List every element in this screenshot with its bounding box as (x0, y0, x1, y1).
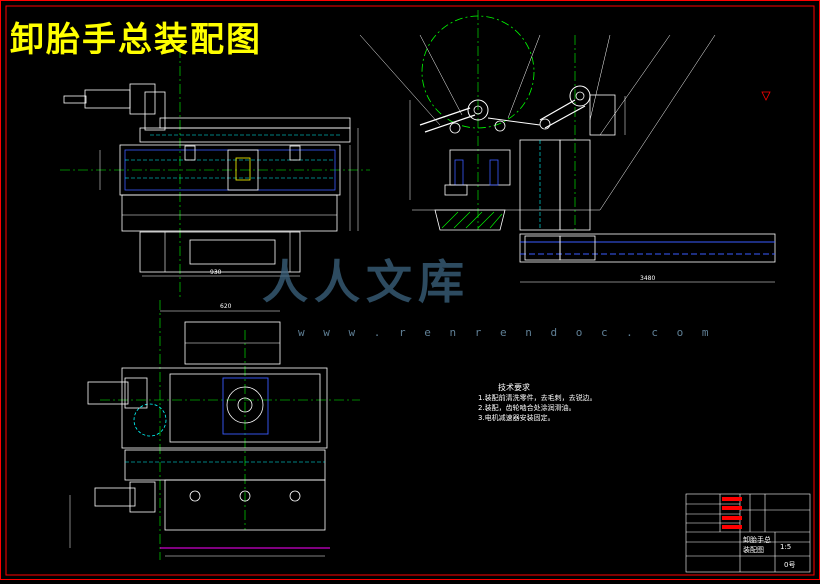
title-block-drawing-type: 装配图 (743, 546, 764, 554)
technical-requirements: 技术要求 1.装配前清洗零件，去毛刺，去锐边。 2.装配，齿轮啮合处涂润滑油。 … (470, 382, 670, 423)
title-block-part-name: 卸胎手总 (743, 536, 771, 544)
plan-view: 620 (69, 300, 360, 560)
tech-item-1: 1.装配前清洗零件，去毛刺，去锐边。 (478, 394, 597, 402)
title-block-scale: 1:5 (780, 543, 792, 551)
tech-heading: 技术要求 (498, 383, 530, 392)
plan-width-dim: 620 (220, 303, 232, 310)
tech-item-2: 2.装配，齿轮啮合处涂润滑油。 (478, 404, 576, 412)
front-width-dim: 930 (210, 269, 222, 276)
rail-length-dim: 3480 (640, 275, 655, 282)
tech-item-3: 3.电机减速器安装固定。 (478, 414, 555, 422)
drawing-title: 卸胎手总装配图 (10, 20, 262, 60)
inner-frame (5, 5, 815, 576)
side-view: 3480 (359, 10, 776, 283)
watermark-logo-text: 人人文库 (262, 255, 470, 309)
watermark-url: w w w . r e n r e n d o c . c o m (298, 326, 715, 339)
title-block (685, 493, 811, 573)
title-block-red-marks (722, 497, 742, 529)
title-block-sheet: 0号 (784, 561, 796, 569)
front-view: 930 (60, 48, 370, 300)
